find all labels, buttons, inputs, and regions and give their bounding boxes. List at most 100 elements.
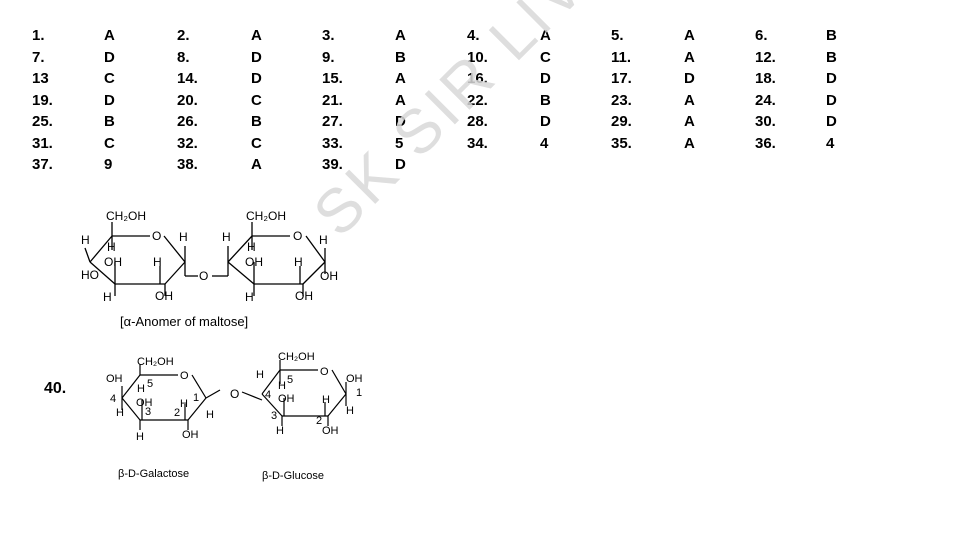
h-label: H <box>222 230 231 244</box>
question-40-number: 40. <box>44 380 67 397</box>
oh-label: OH <box>136 397 153 409</box>
question-number: 20. <box>177 91 198 109</box>
answer-value: D <box>251 70 262 87</box>
c2-label: 2 <box>316 415 322 427</box>
c5-label: 5 <box>287 374 293 386</box>
question-number: 14. <box>177 70 198 87</box>
question-number: 11. <box>611 48 632 66</box>
h-label: H <box>179 230 188 244</box>
h-label: H <box>276 425 284 437</box>
answer-value: B <box>251 113 262 130</box>
question-number: 9. <box>322 48 335 66</box>
answer-value: B <box>826 27 837 44</box>
c3-label: 3 <box>145 406 151 418</box>
oh-label: OH <box>104 255 122 269</box>
oh-label: OH <box>155 289 173 303</box>
ring-oxygen-label: O <box>180 370 189 382</box>
question-number: 15. <box>322 70 343 87</box>
ch2oh-label: CH₂OH <box>106 209 146 223</box>
answer-value: A <box>684 48 695 66</box>
maltose-labels: CH₂OH O H H OH HO H H OH H O CH₂OH O H H… <box>81 209 338 329</box>
answer-value: A <box>104 27 115 44</box>
h-label: H <box>278 380 286 392</box>
question-number: 31. <box>32 134 53 152</box>
question-number: 22. <box>467 91 488 109</box>
question-number: 16. <box>467 70 488 87</box>
ch2oh-label: CH₂OH <box>246 209 286 223</box>
answer-value: B <box>395 48 406 66</box>
question-number: 8. <box>177 48 190 66</box>
answer-value: A <box>395 70 406 87</box>
c4-label: 4 <box>265 389 271 401</box>
question-number: 23. <box>611 91 632 109</box>
question-number: 33. <box>322 134 343 152</box>
question-number: 28. <box>467 113 488 130</box>
c5-label: 5 <box>147 378 153 390</box>
answer-value: C <box>251 91 262 109</box>
question-number: 36. <box>755 134 776 152</box>
answer-value: A <box>251 156 262 173</box>
h-label: H <box>294 255 303 269</box>
question-number: 32. <box>177 134 198 152</box>
question-number: 27. <box>322 113 343 130</box>
ch2oh-label: CH₂OH <box>137 356 174 368</box>
oh-label: OH <box>278 393 295 405</box>
question-number: 37. <box>32 156 53 173</box>
c2-label: 2 <box>174 407 180 419</box>
answer-value: A <box>251 27 262 44</box>
h-label: H <box>256 369 264 381</box>
question-number: 19. <box>32 91 53 109</box>
question-number: 29. <box>611 113 632 130</box>
question-number: 34. <box>467 134 488 152</box>
answer-value: D <box>104 91 115 109</box>
question-number: 4. <box>467 27 480 44</box>
ring-oxygen-label: O <box>152 229 161 243</box>
h-label: H <box>247 240 256 254</box>
answer-value: D <box>826 70 837 87</box>
answer-value: D <box>395 156 406 173</box>
answer-value: 4 <box>540 134 549 152</box>
question-number: 25. <box>32 113 53 130</box>
h-label: H <box>180 398 188 410</box>
answer-value: B <box>826 48 837 66</box>
answer-value: A <box>684 27 695 44</box>
question-number: 26. <box>177 113 198 130</box>
question-number: 10. <box>467 48 488 66</box>
answer-value: A <box>395 27 406 44</box>
c4-label: 4 <box>110 393 116 405</box>
bridge-oxygen-label: O <box>230 387 239 401</box>
h-label: H <box>136 431 144 443</box>
answer-value: B <box>104 113 115 130</box>
question-number: 39. <box>322 156 343 173</box>
h-label: H <box>206 409 214 421</box>
h-label: H <box>81 233 90 247</box>
h-label: H <box>137 383 145 395</box>
oh-label: OH <box>322 425 339 437</box>
question-number: 21. <box>322 91 343 109</box>
maltose-caption: [α-Anomer of maltose] <box>120 314 248 329</box>
h-label: H <box>107 240 116 254</box>
glucose-caption: β-D-Glucose <box>262 470 324 482</box>
answer-value: D <box>826 113 837 130</box>
h-label: H <box>153 255 162 269</box>
h-label: H <box>346 405 354 417</box>
ch2oh-label: CH₂OH <box>278 351 315 363</box>
answer-value: D <box>826 91 837 109</box>
oh-label: OH <box>295 289 313 303</box>
oh-label: OH <box>182 429 199 441</box>
question-number: 38. <box>177 156 198 173</box>
answer-value: A <box>540 27 551 44</box>
answer-value: 9 <box>104 156 113 173</box>
question-number: 18. <box>755 70 776 87</box>
answer-value: 4 <box>826 134 835 152</box>
answer-value: D <box>251 48 262 66</box>
question-number: 2. <box>177 27 190 44</box>
c1-label: 1 <box>356 387 362 399</box>
maltose-structure <box>84 222 326 296</box>
answer-value: D <box>540 70 551 87</box>
oh-label: OH <box>320 269 338 283</box>
h-label: H <box>319 233 328 247</box>
ring-oxygen-label: O <box>320 366 329 378</box>
